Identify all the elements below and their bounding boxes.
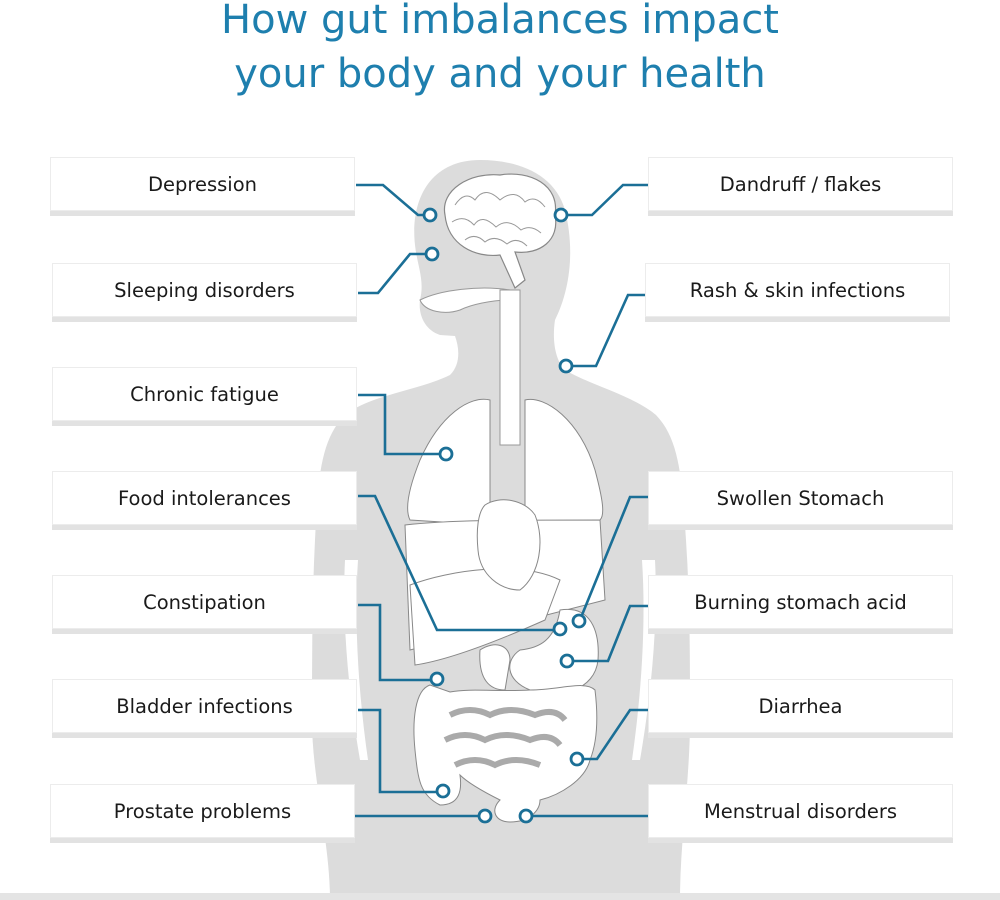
label-constipation: Constipation	[52, 575, 357, 629]
connector-burning	[573, 604, 648, 663]
connector-sleeping	[358, 252, 426, 295]
label-chronic-fatigue: Chronic fatigue	[52, 367, 357, 421]
bottom-divider	[0, 893, 1000, 900]
marker-constipation	[429, 671, 445, 687]
marker-rash	[558, 358, 574, 374]
connector-lines	[353, 183, 656, 818]
label-dandruff: Dandruff / flakes	[648, 157, 953, 211]
connector-food	[358, 494, 554, 632]
marker-bladder	[435, 783, 451, 799]
marker-prostate	[477, 808, 493, 824]
connector-swollen	[580, 495, 648, 616]
label-sleeping-disorders: Sleeping disorders	[52, 263, 357, 317]
page-title: How gut imbalances impact your body and …	[0, 0, 1000, 98]
marker-menstrual	[518, 808, 534, 824]
label-depression: Depression	[50, 157, 355, 211]
label-prostate-problems: Prostate problems	[50, 784, 355, 838]
marker-fatigue	[438, 446, 454, 462]
connector-fatigue	[358, 393, 440, 456]
label-food-intolerances: Food intolerances	[52, 471, 357, 525]
label-burning-stomach-acid: Burning stomach acid	[648, 575, 953, 629]
liver	[409, 568, 561, 666]
marker-burning	[559, 653, 575, 669]
connector-dandruff	[567, 183, 648, 217]
label-swollen-stomach: Swollen Stomach	[648, 471, 953, 525]
connector-depression	[356, 183, 424, 217]
marker-food	[552, 621, 568, 637]
connector-rash	[572, 293, 645, 368]
marker-diarrhea	[569, 751, 585, 767]
marker-swollen	[571, 613, 587, 629]
connector-diarrhea	[583, 708, 648, 761]
heart	[476, 499, 541, 591]
connector-bladder	[358, 708, 437, 794]
title-line-2: your body and your health	[234, 51, 766, 97]
label-menstrual-disorders: Menstrual disorders	[648, 784, 953, 838]
marker-dandruff	[553, 207, 569, 223]
label-bladder-infections: Bladder infections	[52, 679, 357, 733]
lung-right	[524, 398, 604, 526]
lung-left	[407, 398, 491, 526]
marker-sleeping	[424, 246, 440, 262]
label-rash-skin-infections: Rash & skin infections	[645, 263, 950, 317]
label-diarrhea: Diarrhea	[648, 679, 953, 733]
title-line-1: How gut imbalances impact	[221, 0, 779, 43]
marker-depression	[422, 207, 438, 223]
connector-constipation	[358, 603, 431, 682]
